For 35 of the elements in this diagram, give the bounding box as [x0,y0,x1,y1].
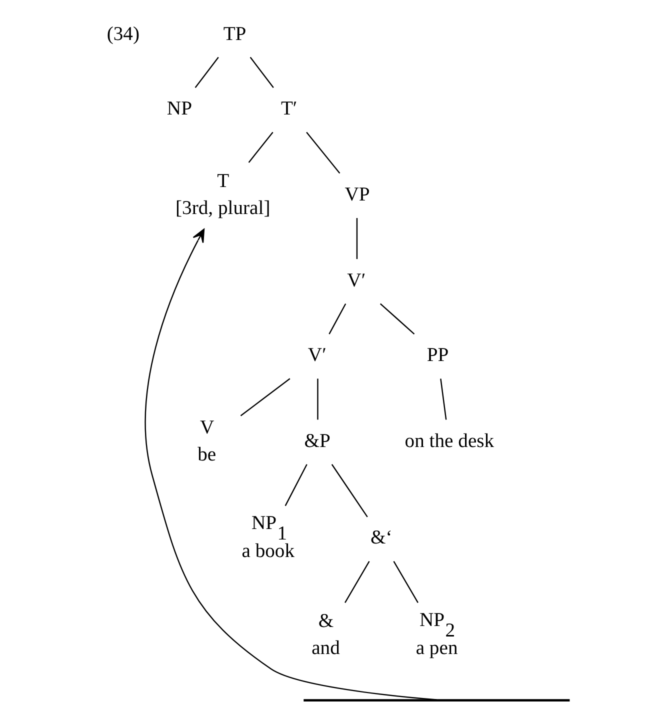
label: (34) [106,24,140,45]
connector [248,132,274,163]
connector [380,303,415,334]
connector [440,378,447,420]
node-text: V′ [308,345,326,366]
node-text: V′ [347,270,366,292]
node-text: V [200,417,214,438]
node-text: on the desk [404,430,494,452]
node-label: [3rd, plural] [176,198,270,219]
node-text: TP [223,24,246,45]
node-label: a pen [416,638,458,660]
node-text: &P [304,430,330,452]
node-text: T′ [280,98,298,120]
connector [344,560,370,603]
node-text: PP [426,345,449,366]
node-label: a book [242,541,295,562]
connector [328,303,346,334]
connector [393,560,418,603]
connector [194,56,219,88]
node-bar [304,699,570,702]
connector [356,218,358,260]
node-text: & [318,611,334,632]
arrow [144,228,437,700]
node-text: VP [344,184,370,206]
connector [306,132,340,174]
connector [317,378,318,420]
connector [331,464,368,518]
node-label: be [198,444,216,466]
connector [284,464,308,506]
connector [250,56,274,88]
node-text: T [217,170,230,192]
node-label: and [312,638,340,660]
node-text: NP [166,98,192,120]
node-text: &‘ [370,528,392,549]
connector [240,378,290,416]
